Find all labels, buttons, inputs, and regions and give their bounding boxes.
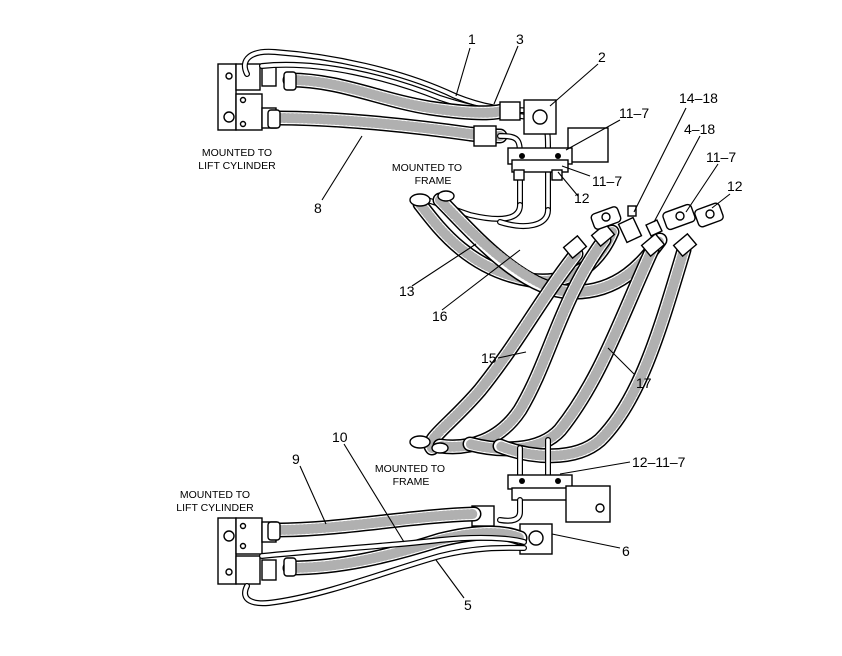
top-lift-cylinder-bracket xyxy=(217,63,277,131)
caption-bottom-center-line1: MOUNTED TO xyxy=(375,463,445,475)
callout-1: 1 xyxy=(468,31,476,47)
callout-14-18: 14–18 xyxy=(679,90,718,106)
caption-top-center: MOUNTED TO FRAME xyxy=(392,162,462,187)
callout-8: 8 xyxy=(314,200,322,216)
callout-11-7-mid: 11–7 xyxy=(592,173,622,189)
callout-labels: 1 3 2 11–7 14–18 4–18 11–7 12 11–7 12 8 … xyxy=(292,31,743,613)
callout-12-mid: 12 xyxy=(574,190,590,206)
caption-bottom-center-line2: FRAME xyxy=(393,476,430,488)
callout-17: 17 xyxy=(636,375,652,391)
callout-10: 10 xyxy=(332,429,348,445)
callout-11-7-right: 11–7 xyxy=(706,149,736,165)
caption-top-left-line1: MOUNTED TO xyxy=(202,147,272,159)
callout-4-18: 4–18 xyxy=(684,121,715,137)
long-hoses-15-17 xyxy=(409,232,692,464)
caption-bottom-center: MOUNTED TO FRAME xyxy=(375,463,445,488)
callout-2: 2 xyxy=(598,49,606,65)
callout-12-11-7: 12–11–7 xyxy=(632,454,686,470)
top-frame-block xyxy=(507,99,609,181)
callout-15: 15 xyxy=(481,350,497,366)
callout-16: 16 xyxy=(432,308,448,324)
caption-bottom-left-line2: LIFT CYLINDER xyxy=(176,502,254,514)
callout-12-right: 12 xyxy=(727,178,743,194)
caption-top-center-line1: MOUNTED TO xyxy=(392,162,462,174)
middle-hoses-13-16 xyxy=(409,190,668,300)
caption-bottom-left-line1: MOUNTED TO xyxy=(180,489,250,501)
callout-3: 3 xyxy=(516,31,524,47)
bottom-frame-block xyxy=(471,437,611,555)
callout-5: 5 xyxy=(464,597,472,613)
callout-13: 13 xyxy=(399,283,415,299)
right-side-fittings xyxy=(562,202,724,260)
leader-lines xyxy=(299,45,731,599)
bottom-lift-cylinder-bracket xyxy=(217,517,277,585)
callout-11-7-top: 11–7 xyxy=(619,105,649,121)
caption-top-left: MOUNTED TO LIFT CYLINDER xyxy=(198,147,276,172)
caption-top-left-line2: LIFT CYLINDER xyxy=(198,160,276,172)
callout-6: 6 xyxy=(622,543,630,559)
bottom-hoses xyxy=(242,506,528,607)
caption-bottom-left: MOUNTED TO LIFT CYLINDER xyxy=(176,489,254,514)
caption-top-center-line2: FRAME xyxy=(415,175,452,187)
callout-9: 9 xyxy=(292,451,300,467)
